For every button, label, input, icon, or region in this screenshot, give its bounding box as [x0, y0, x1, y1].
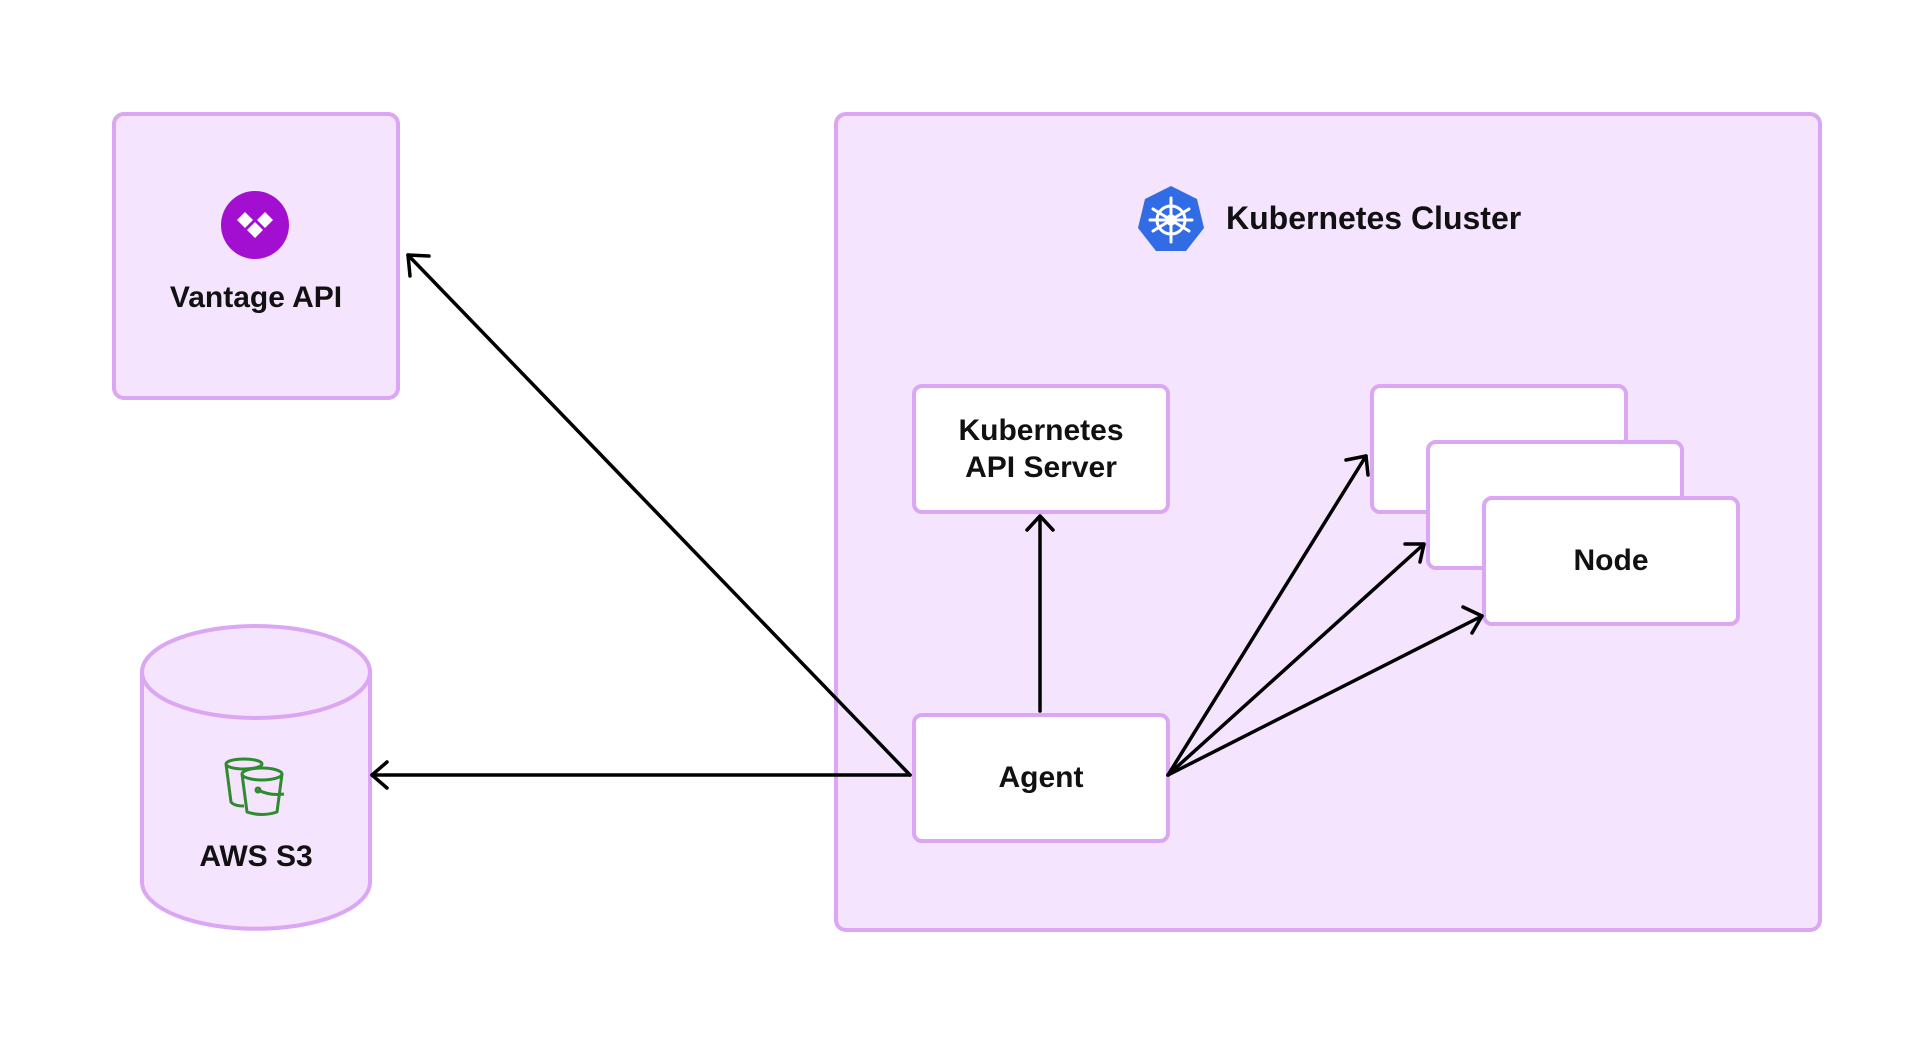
vantage-logo-icon: [221, 191, 289, 259]
aws-s3-title: AWS S3: [199, 840, 313, 873]
s3-bucket-icon: [224, 757, 285, 816]
arrowhead-s3: [370, 760, 389, 790]
agent-label: Agent: [998, 761, 1084, 795]
api-server-line2: API Server: [965, 451, 1117, 484]
node-card-front: Node: [1482, 496, 1740, 626]
arrowhead-vantage: [406, 253, 431, 278]
kubernetes-api-server-card: Kubernetes API Server: [912, 384, 1170, 514]
vantage-api-title: Vantage API: [169, 281, 343, 314]
node-label: Node: [1573, 544, 1649, 578]
kubernetes-cluster-title: Kubernetes Cluster: [1226, 200, 1522, 236]
aws-s3-cylinder: [140, 624, 372, 931]
kubernetes-helm-icon: [1138, 186, 1204, 251]
agent-card: Agent: [912, 713, 1170, 843]
api-server-line1: Kubernetes: [958, 413, 1124, 447]
